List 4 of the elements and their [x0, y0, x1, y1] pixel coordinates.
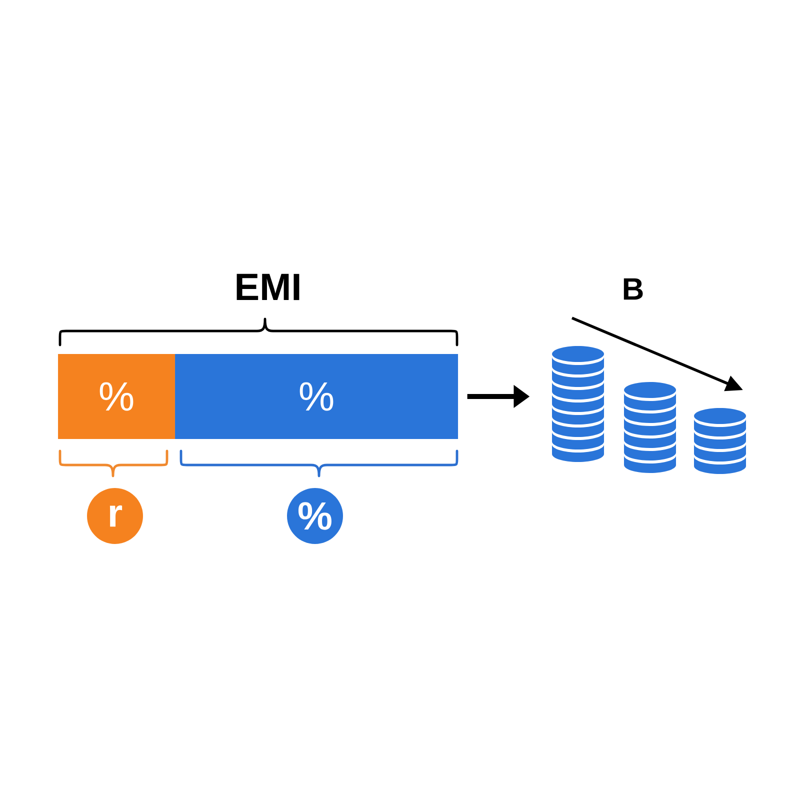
heading: B [624, 278, 643, 300]
heading: EMI [236, 274, 300, 300]
bar-segment: % [175, 354, 458, 439]
bar-segment: % [58, 354, 176, 439]
